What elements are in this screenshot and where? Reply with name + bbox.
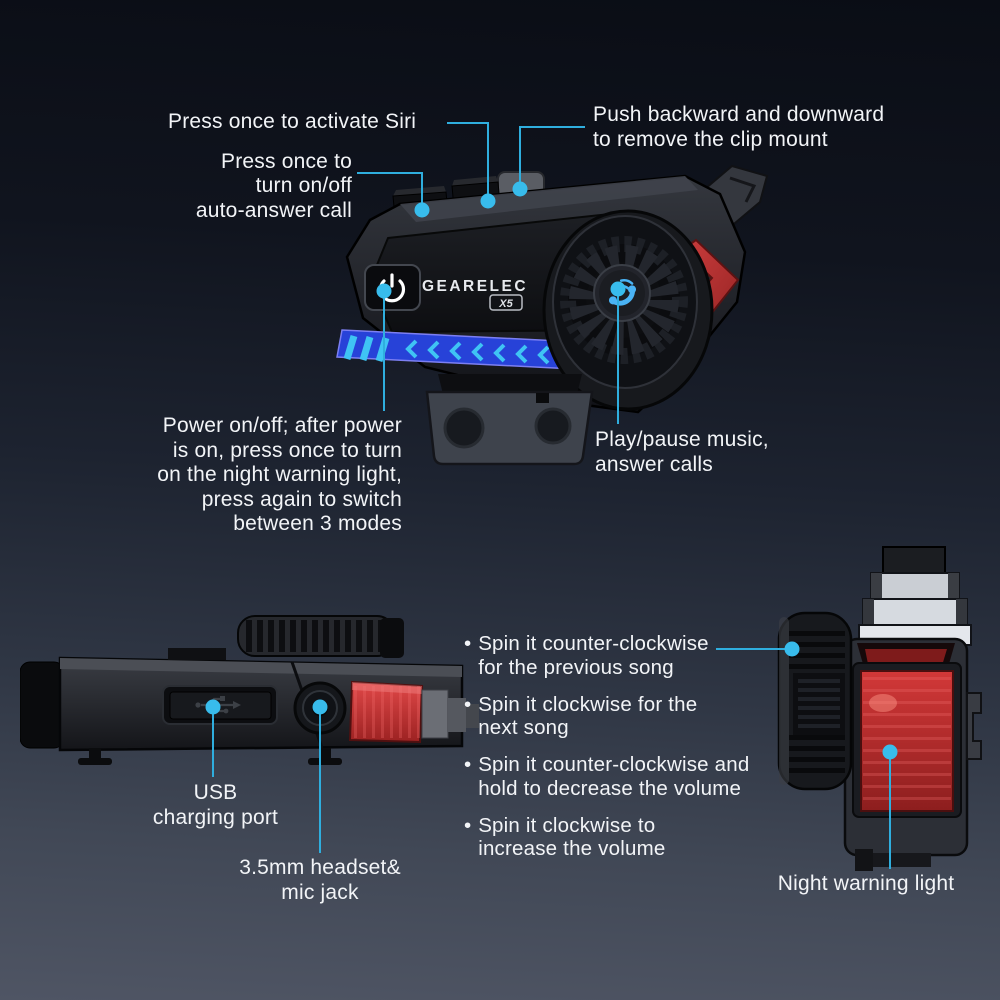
callout-night-light: Night warning light bbox=[777, 872, 955, 895]
callout-dot-night-light bbox=[882, 744, 898, 760]
volume-dial-side bbox=[777, 611, 853, 791]
dial-instruction-text: Spin it clockwise to increase the volume bbox=[478, 813, 666, 861]
callout-dot-jack bbox=[312, 699, 328, 715]
warning-light-end bbox=[348, 680, 479, 744]
mount-hook bbox=[966, 692, 982, 760]
model-badge-text: X5 bbox=[498, 298, 513, 310]
dial-instruction-text: Spin it clockwise for the next song bbox=[478, 692, 698, 740]
list-item: • Spin it clockwise for the next song bbox=[464, 693, 779, 741]
list-item: • Spin it counter-clockwise for the prev… bbox=[464, 632, 779, 680]
top-bevel bbox=[400, 176, 698, 222]
rear-fin-groove bbox=[729, 176, 757, 203]
headset-bottom-view-illustration bbox=[20, 615, 479, 765]
callout-dot-clip-mount bbox=[512, 181, 528, 197]
brand-logo: GEARELEC bbox=[422, 278, 528, 295]
helmet-clip-plate bbox=[425, 374, 594, 466]
callout-play-pause: Play/pause music, answer calls bbox=[595, 428, 769, 476]
dial-instruction-list: • Spin it counter-clockwise for the prev… bbox=[464, 632, 779, 874]
callout-power: Power on/off; after power is on, press o… bbox=[157, 414, 402, 536]
bottom-tab bbox=[873, 853, 931, 867]
dial-side-tab bbox=[380, 618, 404, 658]
screw-foot-right bbox=[308, 748, 342, 765]
headset-main-unit-illustration: GEARELEC X5 bbox=[336, 164, 769, 466]
callout-dot-dial bbox=[784, 641, 800, 657]
callout-dot-power bbox=[376, 283, 392, 299]
list-item: • Spin it counter-clockwise and hold to … bbox=[464, 753, 779, 801]
clip-hole-left bbox=[443, 407, 485, 449]
body-edge-highlight bbox=[60, 658, 462, 677]
list-item: • Spin it clockwise to increase the volu… bbox=[464, 814, 779, 862]
dial-instruction-text: Spin it counter-clockwise for the previo… bbox=[478, 632, 709, 679]
bullet-marker: • bbox=[464, 753, 472, 777]
callout-dot-play-pause bbox=[610, 281, 626, 297]
mount-step-2 bbox=[448, 698, 466, 732]
volume-dial bbox=[237, 615, 404, 658]
screw-foot-left bbox=[78, 748, 112, 765]
bullet-marker: • bbox=[464, 632, 472, 655]
dial-instruction-text: Spin it counter-clockwise and hold to de… bbox=[478, 753, 750, 800]
led-chevrons bbox=[405, 339, 550, 365]
speaker bbox=[542, 209, 714, 411]
clip-hole-right bbox=[534, 407, 572, 445]
bottom-corner-piece bbox=[855, 849, 873, 871]
callout-jack: 3.5mm headset& mic jack bbox=[239, 856, 401, 905]
callout-auto-answer: Press once to turn on/off auto-answer ca… bbox=[195, 150, 352, 222]
callout-dot-siri bbox=[480, 193, 496, 209]
callout-usb: USB charging port bbox=[152, 781, 279, 830]
leader-line-siri bbox=[447, 122, 489, 198]
model-badge: X5 bbox=[489, 294, 523, 311]
bullet-marker: • bbox=[464, 813, 472, 837]
callout-siri: Press once to activate Siri bbox=[168, 110, 417, 133]
night-warning-light-panel bbox=[852, 662, 962, 818]
leader-line-auto-answer bbox=[357, 172, 423, 207]
bullet-marker: • bbox=[464, 692, 472, 716]
body-top-tab bbox=[168, 648, 226, 660]
clip-notch bbox=[536, 393, 549, 403]
leader-line-clip-mount bbox=[519, 126, 585, 186]
headset-side-view-illustration bbox=[777, 546, 982, 871]
callout-clip-mount: Push backward and downward to remove the… bbox=[593, 103, 885, 151]
callout-dot-auto-answer bbox=[414, 202, 430, 218]
mount-step-3 bbox=[466, 704, 479, 728]
callout-dot-usb bbox=[205, 699, 221, 715]
